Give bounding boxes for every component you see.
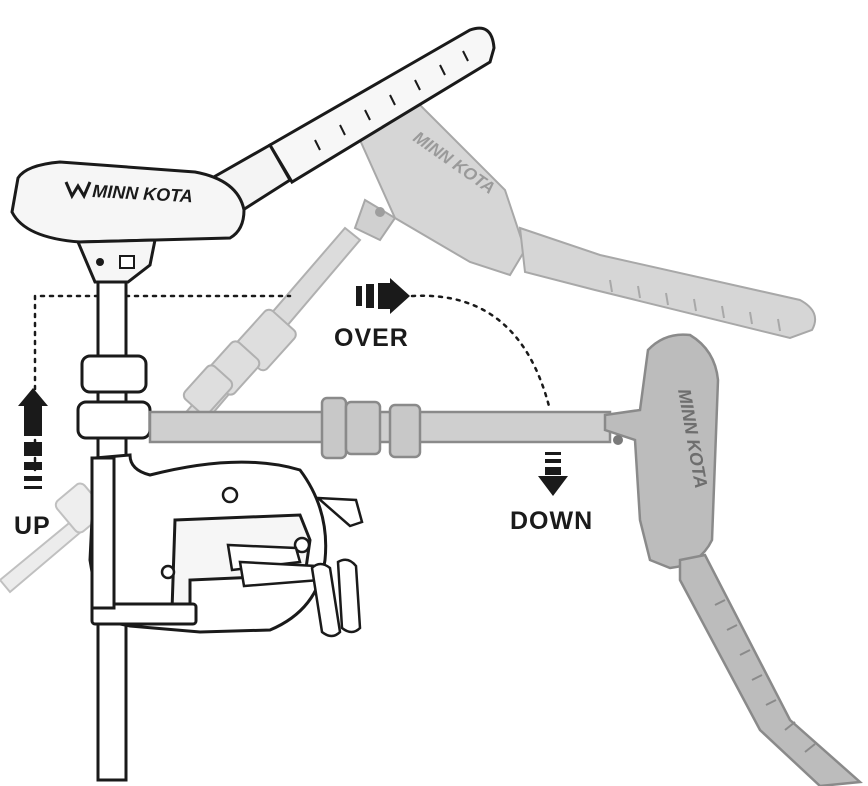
upright-neck-notch	[119, 255, 135, 269]
clamp-lever-1	[310, 562, 342, 638]
ghost-raised-head	[358, 103, 527, 277]
arrow-over-stripe-3	[378, 283, 390, 309]
ghost-motor-horizontal: MINN KOTA	[148, 333, 863, 786]
upright-tiller-grip	[267, 26, 496, 185]
label-down: DOWN	[510, 507, 593, 535]
arrow-down	[538, 452, 568, 496]
ghost-raised-grip-ridges	[609, 279, 781, 332]
clamp-mount-bar	[90, 602, 198, 626]
clamp-bolt-top	[221, 486, 239, 504]
arrow-over-head	[390, 278, 410, 314]
clamp-bracket-arm	[90, 456, 116, 610]
arrow-up-stripe-5	[24, 486, 42, 489]
upright-motor-head	[10, 160, 246, 244]
ghost-horizontal-head	[603, 333, 720, 570]
arrow-up-stripe-4	[24, 476, 42, 481]
ghost-raised-grip	[518, 226, 816, 340]
upright-collar-top	[80, 354, 148, 394]
ghost-horizontal-collar-2	[344, 400, 382, 456]
motion-path-arc	[410, 294, 552, 412]
upright-neck-dot	[96, 258, 104, 266]
arrow-up-stripe-3	[24, 462, 42, 470]
upright-grip-ridges	[314, 50, 469, 151]
ghost-horizontal-grip-ridges	[714, 599, 816, 753]
arrow-up-stripe-2	[24, 442, 42, 456]
upright-neck	[75, 238, 157, 284]
label-over: OVER	[334, 324, 409, 352]
clamp-lever-2	[336, 558, 362, 634]
arrow-down-stripe-2	[545, 459, 561, 463]
arrow-up-stripe-1	[24, 406, 42, 436]
transom-clamp	[88, 453, 364, 638]
ghost-raised-head-dot	[375, 207, 385, 217]
arrow-down-stripe-1	[545, 452, 561, 455]
clamp-bolt-mid	[293, 536, 311, 554]
arrow-down-stripe-3	[545, 467, 561, 475]
arrow-over	[356, 278, 410, 314]
clamp-bolt-left	[160, 564, 176, 580]
arrow-down-head	[538, 476, 568, 496]
arrow-over-stripe-2	[366, 284, 374, 308]
ghost-horizontal-grip	[678, 553, 863, 786]
ghost-raised-collar-3	[182, 364, 234, 416]
ghost-horizontal-collar-1	[320, 396, 348, 460]
arrow-over-stripe-1	[356, 286, 362, 306]
ghost-horizontal-collar-3	[388, 403, 422, 459]
label-up: UP	[14, 512, 51, 540]
arrow-up	[18, 388, 48, 489]
upright-logo-mark	[64, 181, 92, 200]
upright-collar-mid	[76, 400, 152, 440]
clamp-tab	[314, 496, 364, 528]
arrow-up-head	[18, 388, 48, 406]
ghost-horizontal-head-dot	[613, 435, 623, 445]
